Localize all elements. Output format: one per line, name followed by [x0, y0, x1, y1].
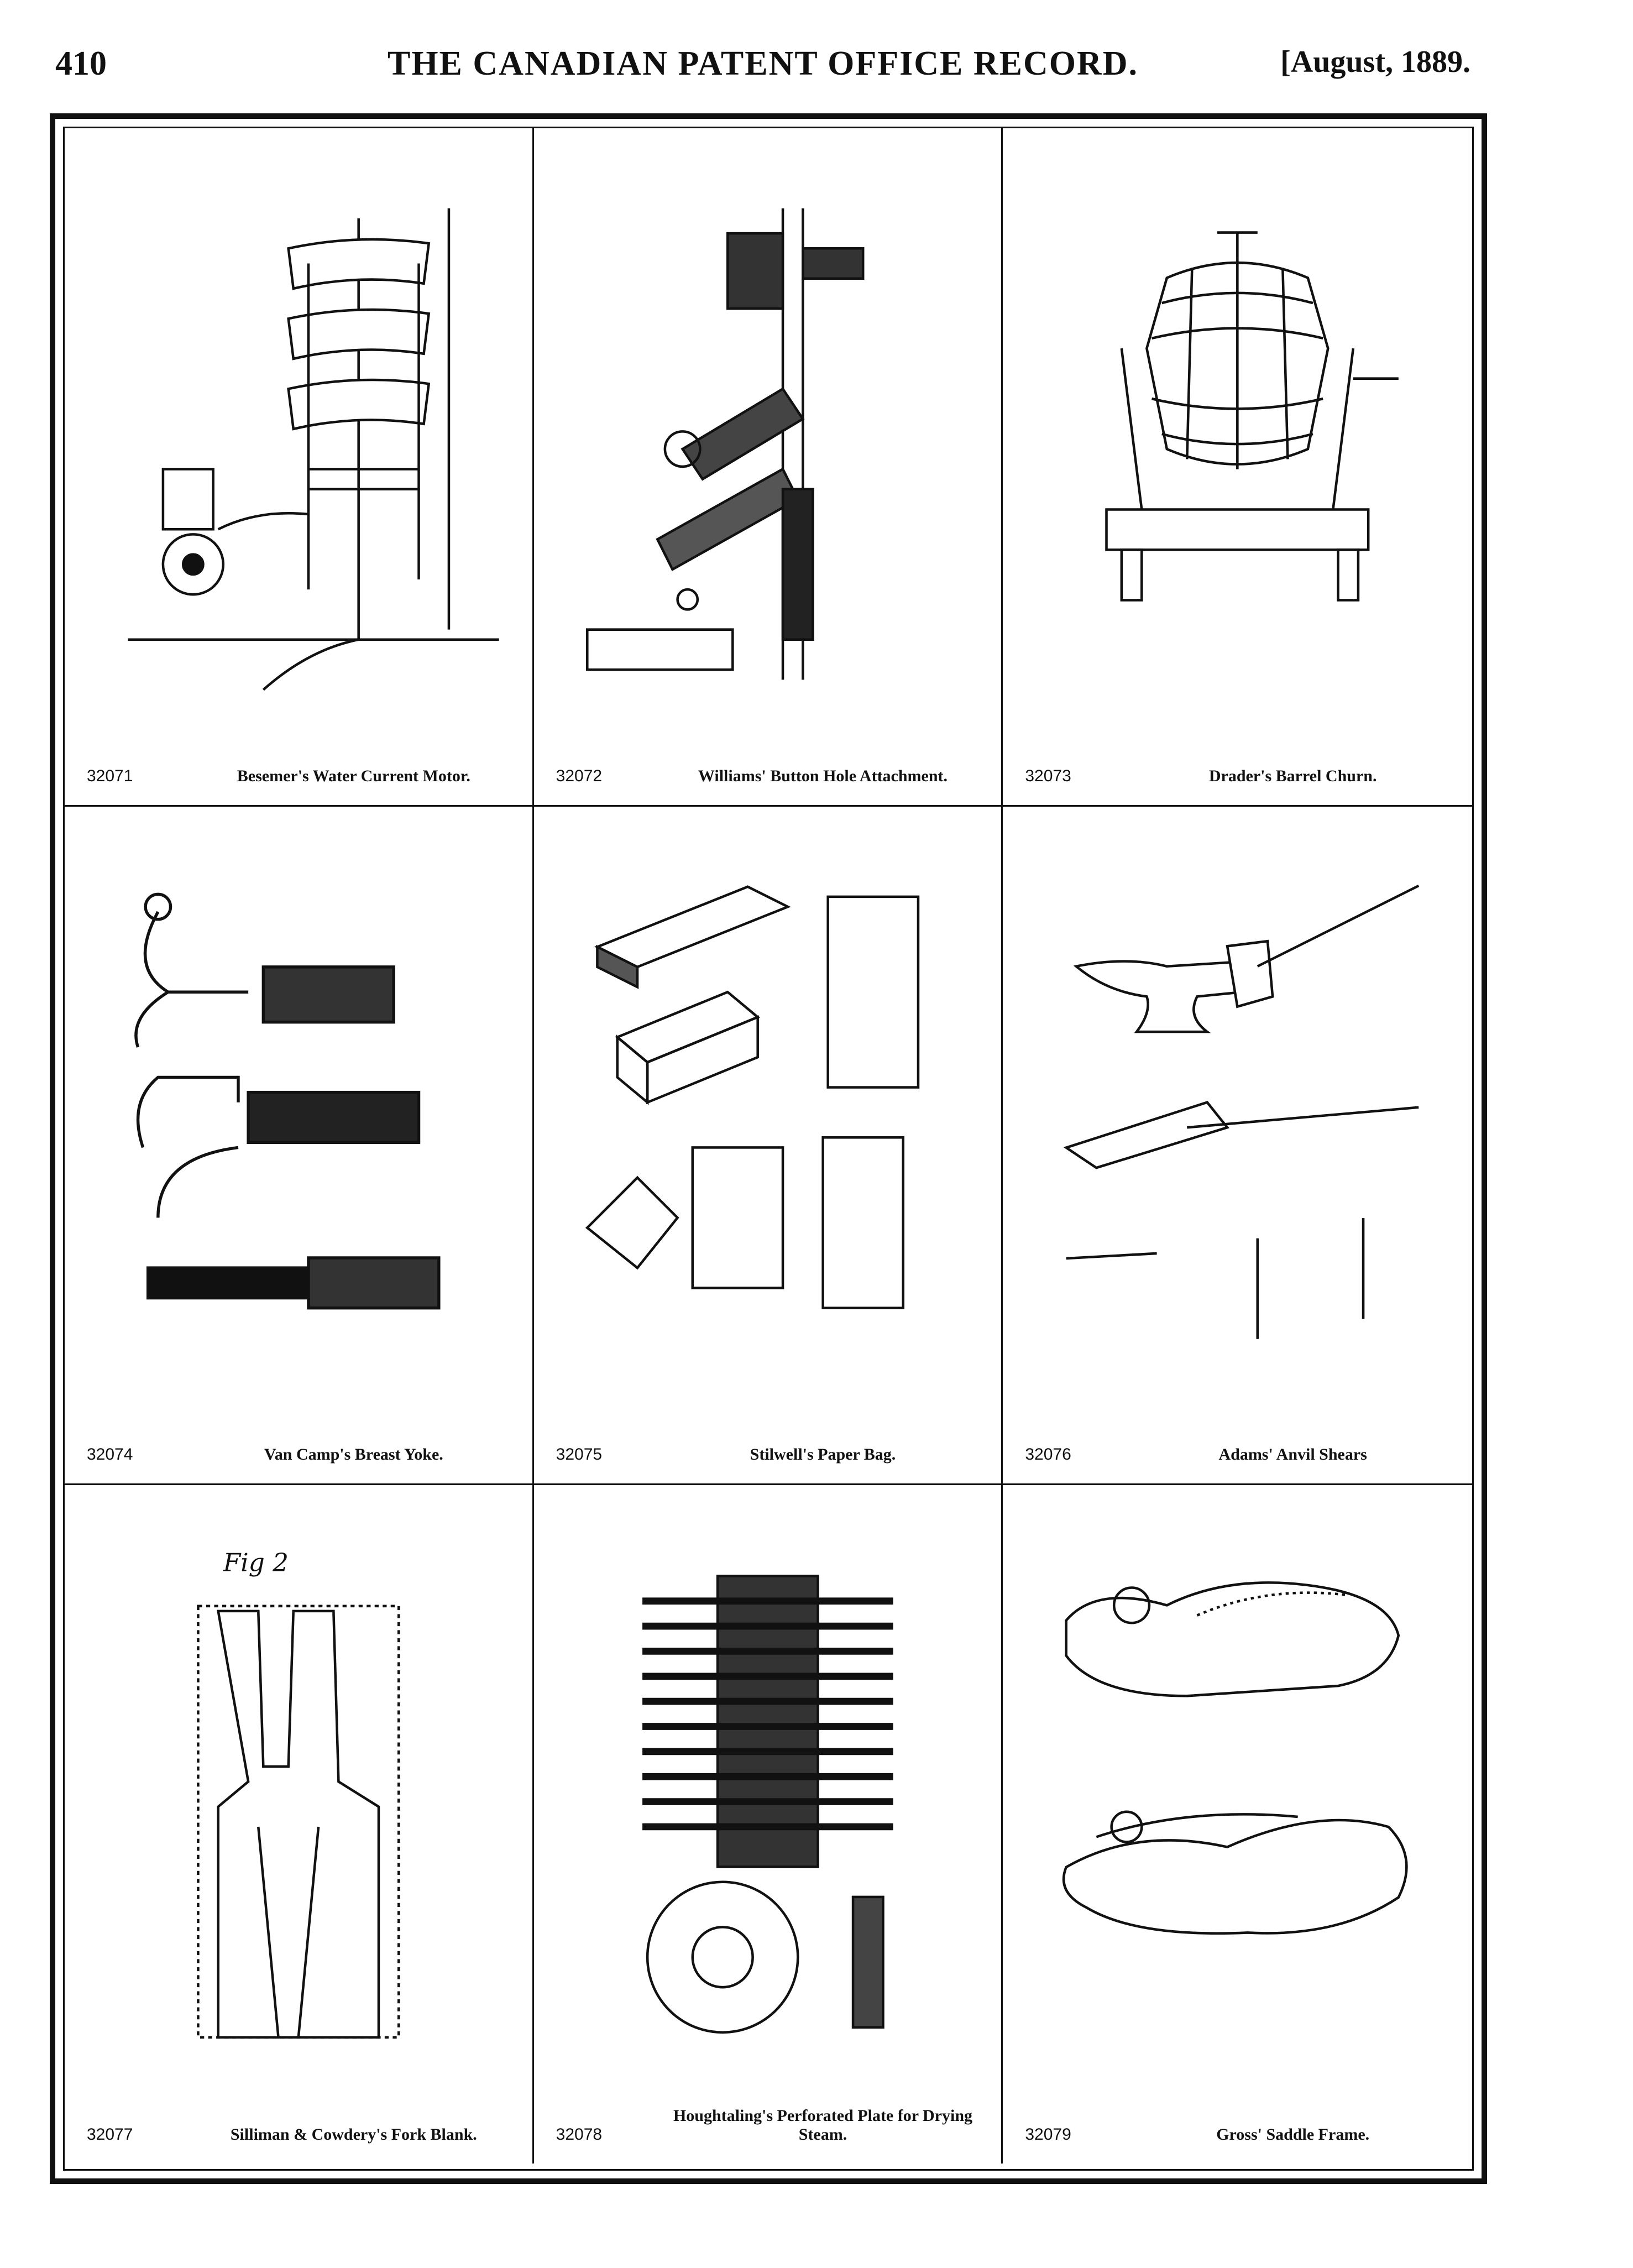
patent-title: Houghtaling's Perforated Plate for Dryin… [673, 2107, 973, 2144]
patent-plate-frame: 32071 Besemer's Water Current Motor. [50, 113, 1487, 2184]
patent-illustration [567, 150, 969, 728]
patent-grid: 32071 Besemer's Water Current Motor. [65, 128, 1472, 2169]
patent-title: Besemer's Water Current Motor. [237, 767, 470, 785]
patent-cell-32074: 32074 Van Camp's Breast Yoke. [65, 807, 534, 1485]
page-number: 410 [55, 45, 107, 82]
patent-illustration [567, 1507, 969, 2086]
patent-illustration: Fig 2 [98, 1507, 499, 2086]
patent-illustration [98, 829, 499, 1406]
patent-cell-32079: 32079 Gross' Saddle Frame. [1003, 1485, 1472, 2164]
fig-label: Fig 2 [223, 1548, 289, 1577]
patent-title: Van Camp's Breast Yoke. [264, 1445, 443, 1464]
patent-number: 32071 [87, 767, 133, 785]
patent-number: 32075 [556, 1445, 603, 1464]
patent-number: 32076 [1025, 1445, 1071, 1464]
patent-number: 32074 [87, 1445, 133, 1464]
patent-cell-32071: 32071 Besemer's Water Current Motor. [65, 128, 534, 807]
patent-cell-32076: 32076 Adams' Anvil Shears [1003, 807, 1472, 1485]
patent-title: Gross' Saddle Frame. [1216, 2125, 1370, 2144]
patent-title: Drader's Barrel Churn. [1208, 767, 1377, 785]
patent-title: Silliman & Cowdery's Fork Blank. [230, 2125, 477, 2144]
patent-illustration [1036, 150, 1439, 728]
patent-title: Stilwell's Paper Bag. [750, 1445, 896, 1464]
patent-illustration [1036, 829, 1439, 1406]
patent-number: 32073 [1025, 767, 1071, 785]
patent-title: Adams' Anvil Shears [1218, 1445, 1367, 1464]
patent-cell-32073: 32073 Drader's Barrel Churn. [1003, 128, 1472, 807]
patent-illustration [98, 150, 499, 728]
patent-illustration [1036, 1507, 1439, 2086]
page-header: 410 THE CANADIAN PATENT OFFICE RECORD. [… [55, 44, 1470, 94]
patent-cell-32078: 32078 Houghtaling's Perforated Plate for… [534, 1485, 1003, 2164]
patent-illustration [567, 829, 969, 1406]
patent-cell-32075: 32075 Stilwell's Paper Bag. [533, 807, 1003, 1485]
patent-title: Williams' Button Hole Attachment. [698, 767, 948, 785]
patent-number: 32072 [556, 767, 603, 785]
patent-cell-32072: 32072 Williams' Button Hole Attachment. [533, 128, 1003, 807]
journal-title: THE CANADIAN PATENT OFFICE RECORD. [387, 45, 1139, 82]
patent-number: 32077 [87, 2125, 133, 2144]
issue-date: [August, 1889. [1280, 45, 1470, 79]
patent-number: 32078 [556, 2125, 603, 2144]
patent-cell-32077: Fig 2 32077 Silliman & Cowdery's Fork Bl… [65, 1485, 534, 2164]
patent-number: 32079 [1025, 2125, 1071, 2144]
